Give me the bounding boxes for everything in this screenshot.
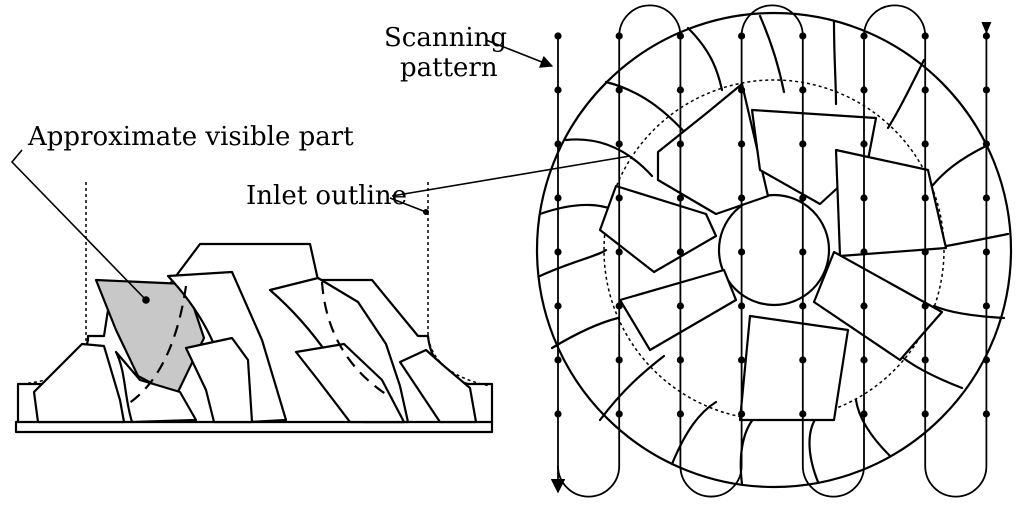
scan-point	[615, 356, 623, 364]
scan-point	[738, 140, 746, 148]
inner-vane-6	[618, 268, 738, 352]
label-pattern: pattern	[400, 53, 498, 83]
inner-vane-5	[738, 314, 850, 422]
scan-point	[799, 140, 807, 148]
scan-point	[615, 248, 623, 256]
scan-point	[921, 302, 929, 310]
impeller-top-view	[535, 11, 1013, 489]
scan-point	[738, 302, 746, 310]
scan-point	[676, 86, 685, 94]
inner-vane-1	[656, 82, 770, 216]
scan-point	[799, 86, 807, 94]
base-plate	[14, 420, 494, 434]
label-scanning: Scanning	[384, 23, 507, 53]
scan-point	[982, 194, 991, 202]
scan-point	[982, 32, 991, 40]
scan-point	[676, 248, 685, 256]
scan-point	[860, 194, 868, 202]
blade-4	[184, 336, 254, 424]
inner-vane-3	[834, 148, 948, 258]
scan-point	[921, 86, 929, 94]
scan-point	[554, 194, 562, 202]
scan-point	[982, 410, 991, 418]
scan-point	[921, 194, 929, 202]
outer-rim	[535, 11, 1013, 489]
scan-point	[615, 86, 623, 94]
scan-point	[982, 248, 991, 256]
scan-start-arrow	[981, 22, 992, 34]
inlet-leader-dot	[423, 209, 429, 215]
blade-1	[32, 342, 126, 424]
scan-point	[799, 410, 807, 418]
scan-point	[676, 194, 685, 202]
scan-point	[860, 248, 868, 256]
scan-point	[738, 248, 746, 256]
impeller-side-view	[14, 182, 494, 434]
scan-point	[860, 140, 868, 148]
scan-point	[982, 140, 991, 148]
scan-point	[615, 302, 623, 310]
scan-point	[982, 86, 991, 94]
scan-point	[554, 86, 562, 94]
scan-point	[921, 356, 929, 364]
scan-turn-loop	[740, 4, 804, 37]
scan-point	[982, 302, 991, 310]
hidden-curve-right	[320, 281, 393, 399]
scan-point	[738, 356, 746, 364]
hub-circle	[717, 193, 831, 307]
scan-point	[676, 140, 685, 148]
scan-point	[676, 410, 685, 418]
scan-turn-loop	[924, 465, 988, 498]
scan-point	[921, 140, 929, 148]
scan-point	[615, 140, 623, 148]
label-visible-part: Approximate visible part	[27, 122, 354, 152]
scan-point	[921, 410, 929, 418]
label-inlet-outline: Inlet outline	[246, 181, 407, 211]
scan-point	[554, 32, 562, 40]
scan-point	[554, 248, 562, 256]
scan-point	[738, 86, 746, 94]
scan-point	[554, 140, 562, 148]
scan-point	[860, 86, 868, 94]
blade-7	[398, 348, 478, 424]
scan-point	[982, 356, 991, 364]
scan-point	[615, 410, 623, 418]
leader-scanning	[485, 39, 554, 68]
scan-point	[554, 356, 562, 364]
blade-2	[114, 350, 198, 424]
scan-point	[738, 194, 746, 202]
scan-point	[676, 302, 685, 310]
scan-point	[615, 194, 623, 202]
leader-visible-part	[10, 149, 147, 301]
scan-point	[554, 410, 562, 418]
scan-point	[676, 356, 685, 364]
scan-point	[921, 248, 929, 256]
inner-vane-4	[812, 250, 944, 362]
scan-point	[554, 302, 562, 310]
scan-turn-loop	[557, 465, 621, 498]
scan-turn-loop	[679, 465, 743, 498]
scan-turn-loop	[863, 4, 927, 37]
leader-inlet-left	[389, 197, 427, 213]
scan-point	[799, 248, 807, 256]
scan-point	[799, 194, 807, 202]
scan-point	[799, 302, 807, 310]
inner-vane-7	[598, 184, 718, 274]
scan-turn-loop	[801, 465, 865, 498]
scan-point	[860, 410, 868, 418]
hidden-curve-left	[127, 285, 188, 405]
scan-turn-loop	[618, 4, 682, 37]
inlet-outline-right	[427, 182, 491, 387]
leader-inlet-right	[391, 155, 631, 197]
scan-point	[860, 302, 868, 310]
blade-6	[294, 342, 406, 424]
scan-point	[738, 410, 746, 418]
scan-point	[860, 356, 868, 364]
scan-point	[799, 356, 807, 364]
annotations: Approximate visible part Inlet outline S…	[10, 23, 631, 301]
scanning-pattern	[550, 4, 992, 498]
